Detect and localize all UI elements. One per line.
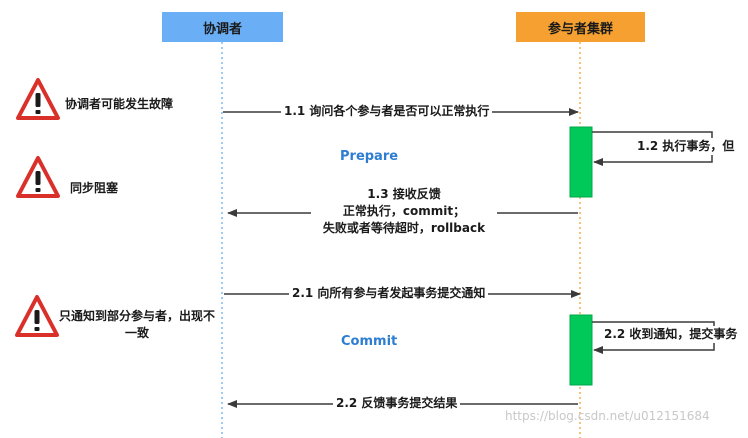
phase-prepare-label: Prepare — [340, 149, 399, 164]
coordinator-label: 协调者 — [202, 21, 242, 37]
cluster-label: 参与者集群 — [547, 21, 613, 37]
message-1-3-line2: 正常执行，commit； — [342, 204, 466, 218]
coordinator-header: 协调者 — [162, 12, 283, 42]
warning-icon — [16, 156, 60, 198]
warning-text-coordinator-failure: 协调者可能发生故障 — [65, 97, 174, 111]
watermark-url: https://blog.csdn.net/u012151684 — [505, 409, 710, 423]
message-1-1-label: 1.1 询问各个参与者是否可以正常执行 — [281, 103, 493, 120]
warning-text-sync-blocking: 同步阻塞 — [70, 181, 119, 195]
commit-activation-box — [569, 314, 593, 386]
warning-icon — [15, 295, 59, 337]
message-1-3-label: 1.3 接收反馈 正常执行，commit； 失败或者等待超时，rollback — [311, 186, 497, 237]
message-2-2-notify-label: 2.2 收到通知，提交事务 — [601, 326, 741, 343]
message-1-3-line1: 1.3 接收反馈 — [367, 187, 441, 201]
message-2-1-label: 2.1 向所有参与者发起事务提交通知 — [289, 285, 489, 302]
cluster-header: 参与者集群 — [516, 12, 645, 42]
message-2-2-feedback-label: 2.2 反馈事务提交结果 — [333, 395, 461, 412]
warning-text-inconsistency: 只通知到部分参与者，出现不一致 — [58, 309, 215, 340]
message-1-2-label: 1.2 执行事务，但 — [634, 138, 738, 155]
message-1-3-line3: 失败或者等待超时，rollback — [322, 221, 486, 235]
phase-commit-label: Commit — [341, 334, 398, 349]
prepare-activation-box — [569, 126, 593, 198]
warning-icon — [16, 78, 60, 120]
